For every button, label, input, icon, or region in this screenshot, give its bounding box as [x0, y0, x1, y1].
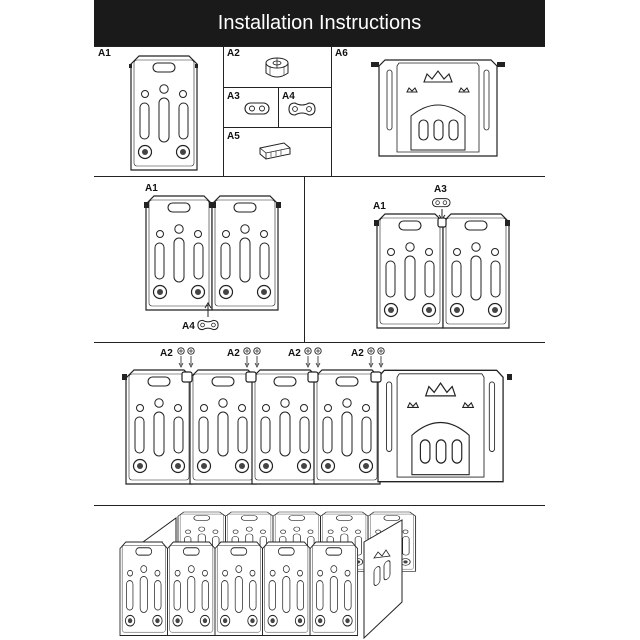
step3-panel-row-illustration — [122, 369, 512, 485]
divider — [278, 87, 279, 127]
part-a2-connector-illustration — [265, 57, 289, 78]
connector-pair-icon — [243, 347, 261, 368]
connector-pair-icon — [304, 347, 322, 368]
label-a3-step2: A3 — [434, 184, 447, 195]
connector-pair-icon — [177, 347, 195, 368]
step2-clip-panels-illustration — [374, 213, 510, 329]
label-a6: A6 — [335, 48, 348, 59]
label-a5: A5 — [227, 131, 240, 142]
connector-pair-icon — [367, 347, 385, 368]
panel-a6-gate-illustration — [371, 59, 505, 157]
assembled-playpen-illustration — [119, 511, 417, 640]
label-a1-step2b: A1 — [373, 201, 386, 212]
label-a2-step3-2: A2 — [227, 348, 240, 359]
divider — [331, 46, 332, 176]
instructions-header: Installation Instructions — [94, 0, 545, 46]
label-a4-step2: A4 — [182, 321, 195, 332]
label-a2-step3-4: A2 — [351, 348, 364, 359]
part-a3-clip-small-icon — [431, 198, 451, 208]
part-a4-clip-illustration — [288, 102, 316, 116]
divider — [223, 127, 331, 128]
label-a3: A3 — [227, 91, 240, 102]
step2-two-panels-illustration — [144, 195, 281, 311]
divider — [94, 342, 545, 343]
label-a1-step2: A1 — [145, 183, 158, 194]
part-a3-clip-illustration — [244, 102, 270, 115]
divider — [304, 176, 305, 342]
label-a1: A1 — [98, 48, 111, 59]
page-title: Installation Instructions — [217, 11, 422, 34]
part-a5-base-illustration — [259, 142, 291, 160]
label-a4: A4 — [282, 91, 295, 102]
label-a2-step3-3: A2 — [288, 348, 301, 359]
divider — [94, 505, 545, 506]
divider — [94, 176, 545, 177]
divider — [223, 87, 331, 88]
label-a2-step3-1: A2 — [160, 348, 173, 359]
arrow-up-icon — [204, 302, 212, 317]
divider — [223, 46, 224, 176]
divider — [94, 46, 545, 47]
part-a4-clip-small-icon — [197, 319, 219, 331]
label-a2: A2 — [227, 48, 240, 59]
panel-a1-illustration — [129, 55, 198, 171]
